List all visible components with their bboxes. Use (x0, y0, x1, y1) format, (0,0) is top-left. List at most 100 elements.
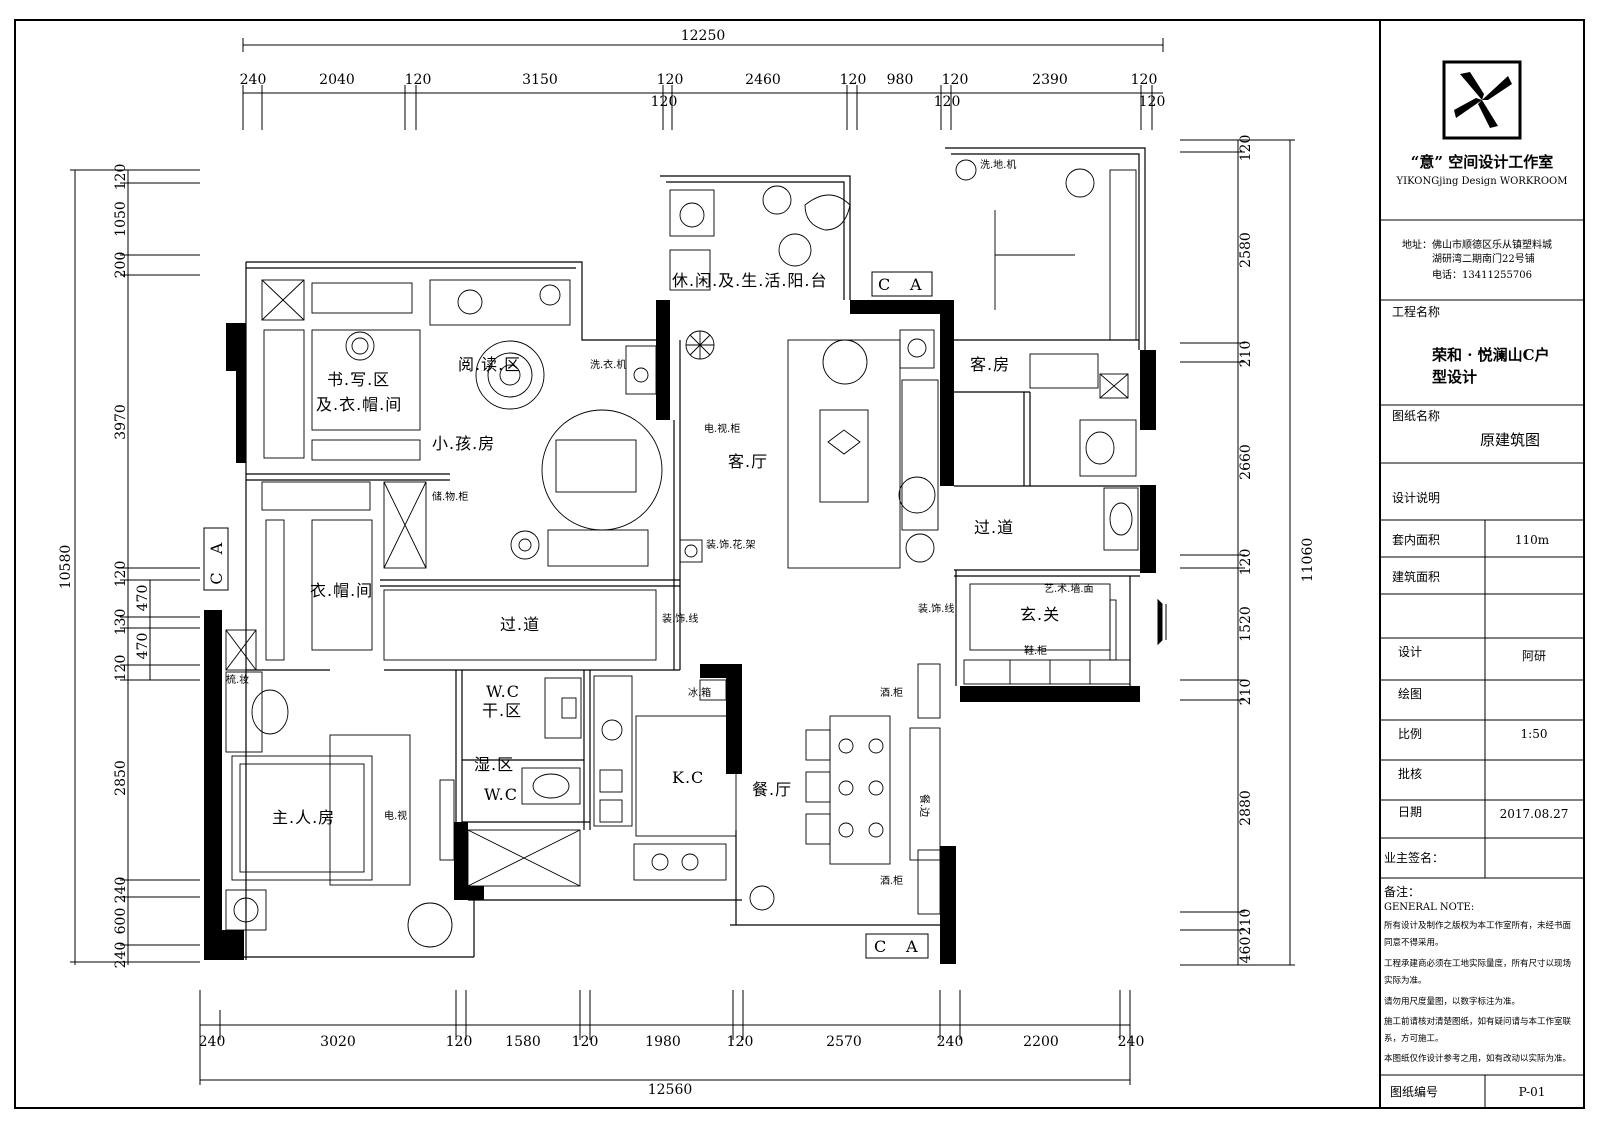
label-decor-line-a: 装.饰.线 (662, 612, 698, 625)
dim-left-11: 600 (113, 908, 129, 935)
dim-top-0: 240 (240, 72, 267, 88)
dim-bottom-1: 3020 (320, 1034, 356, 1050)
notes-label: 设计说明 (1392, 490, 1440, 505)
remark-line-4: 请勿用尺度量图，以数字标注为准。 (1384, 996, 1520, 1007)
label-tv-cabinet: 电.视.柜 (704, 422, 740, 435)
remark-line-1: 同意不得采用。 (1384, 937, 1444, 948)
dim-top-second-2: 120 (1139, 94, 1166, 110)
dim-top-second-0: 120 (651, 94, 678, 110)
room-wardrobe: 衣.帽.间 (310, 581, 373, 600)
project-name-1: 荣和 · 悦澜山C户 (1431, 346, 1550, 364)
dim-left-0: 120 (113, 164, 129, 191)
dim-bottom-4: 120 (572, 1034, 599, 1050)
room-dining: 餐.厅 (752, 780, 792, 799)
room-foyer: 玄.关 (1020, 605, 1060, 624)
dim-top-total: 12250 (681, 28, 726, 44)
dim-left-total: 10580 (58, 545, 74, 590)
project-name-2: 型设计 (1432, 368, 1477, 386)
drawing-name: 原建筑图 (1480, 431, 1540, 449)
scale-value: 1:50 (1521, 727, 1548, 741)
fixture-labels: 洗.地.机 洗.衣.机 电.视.柜 储.物.柜 装.饰.花.架 装.饰.线 装.… (226, 158, 1094, 887)
check-label: 批核 (1398, 766, 1422, 781)
designer-value: 阿研 (1522, 649, 1546, 663)
label-decor-line-b: 装.饰.线 (918, 602, 954, 615)
phone: 电话：13411255706 (1432, 268, 1532, 281)
scale-label: 比例 (1398, 727, 1422, 741)
room-writing: 书.写.区 (327, 370, 390, 389)
dim-bottom-9: 2200 (1023, 1034, 1059, 1050)
dim-right-4: 120 (1238, 549, 1254, 576)
dim-right-9: 460 (1238, 937, 1254, 964)
remark-line-5: 施工前请核对清楚图纸，如有疑问请与本工作室联 (1384, 1016, 1572, 1027)
marker-bottom-c: C (874, 937, 887, 956)
remarks-list: 所有设计及制作之版权为本工作室所有，未经书面 同意不得采用。 工程承建商必须在工… (1384, 920, 1572, 1064)
designer-label: 设计 (1398, 645, 1422, 659)
room-wc-wet-a: 湿.区 (474, 755, 514, 774)
dim-left-10: 240 (113, 877, 129, 904)
dim-top-5: 2460 (745, 72, 781, 88)
dim-right-5: 1520 (1238, 606, 1254, 642)
room-corridor: 过.道 (500, 615, 540, 634)
remarks-en: GENERAL NOTE: (1384, 902, 1474, 913)
marker-left-a: A (207, 542, 226, 556)
dim-left-8: 120 (113, 655, 129, 682)
label-tv: 电.视 (384, 809, 407, 822)
dim-bottom-6: 120 (727, 1034, 754, 1050)
remark-line-7: 本图纸仅作设计参考之用，如有改动以实际为准。 (1384, 1053, 1571, 1064)
label-wine-a: 酒.柜 (880, 686, 903, 699)
draw-label: 绘图 (1398, 686, 1422, 701)
label-shoe: 鞋.柜 (1024, 644, 1047, 657)
marker-left-c: C (207, 571, 226, 584)
dim-top-10: 120 (1131, 72, 1158, 88)
remark-line-0: 所有设计及制作之版权为本工作室所有，未经书面 (1384, 920, 1572, 931)
dimension-lines (70, 38, 1295, 1085)
section-markers (203, 271, 1167, 959)
remark-line-6: 系，方可施工。 (1384, 1033, 1444, 1044)
label-fridge: 冰.箱 (688, 686, 711, 699)
address-label: 地址： (1402, 238, 1432, 251)
label-laundry: 洗.衣.机 (590, 358, 626, 371)
dim-top-9: 2390 (1032, 72, 1068, 88)
dim-bottom-8: 240 (937, 1034, 964, 1050)
dim-bottom-2: 120 (446, 1034, 473, 1050)
label-storage: 储.物.柜 (432, 490, 468, 503)
dim-right-7: 2880 (1238, 790, 1254, 826)
remark-line-3: 实际为准。 (1384, 975, 1427, 986)
area-in-value: 110m (1515, 533, 1550, 547)
label-sideboard: 餐.边 (918, 794, 931, 817)
area-in-label: 套内面积 (1392, 533, 1440, 547)
dim-top-second-1: 120 (934, 94, 961, 110)
studio-logo-icon (1442, 60, 1522, 140)
room-guest: 客.房 (970, 355, 1010, 374)
dim-bottom-3: 1580 (505, 1034, 541, 1050)
dim-bottom-5: 1980 (645, 1034, 681, 1050)
dim-left-5: 470 (135, 585, 151, 612)
dim-top-1: 2040 (319, 72, 355, 88)
dim-top-3: 3150 (522, 72, 558, 88)
room-master: 主.人.房 (272, 808, 335, 827)
room-wc-dry-a: W.C (486, 682, 520, 701)
sheet-value: P-01 (1519, 1085, 1546, 1099)
dim-left-12: 240 (113, 942, 129, 969)
dim-top-6: 120 (840, 72, 867, 88)
remark-line-2: 工程承建商必须在工地实际量度，所有尺寸以现场 (1384, 958, 1571, 969)
label-dressing: 梳.妆 (226, 673, 249, 686)
sheet-border (14, 19, 1585, 1109)
dim-left-1: 1050 (113, 201, 129, 237)
dim-left-2: 200 (113, 252, 129, 279)
marker-top-c: C (878, 275, 891, 294)
dim-right-2: 210 (1238, 341, 1254, 368)
dim-left-3: 3970 (113, 404, 129, 440)
dim-left-9: 2850 (113, 760, 129, 796)
room-corridor-right: 过.道 (974, 518, 1014, 537)
room-reading: 阅.读.区 (458, 355, 521, 374)
titleblock-lines (1380, 219, 1584, 1108)
date-label: 日期 (1398, 805, 1422, 819)
room-wc-wet-b: W.C (484, 785, 518, 804)
thin-walls (222, 147, 1146, 960)
thick-walls (204, 300, 1156, 964)
room-kitchen: K.C (672, 768, 704, 787)
dim-right-1: 2580 (1238, 232, 1254, 268)
dim-bottom-7: 2570 (826, 1034, 862, 1050)
